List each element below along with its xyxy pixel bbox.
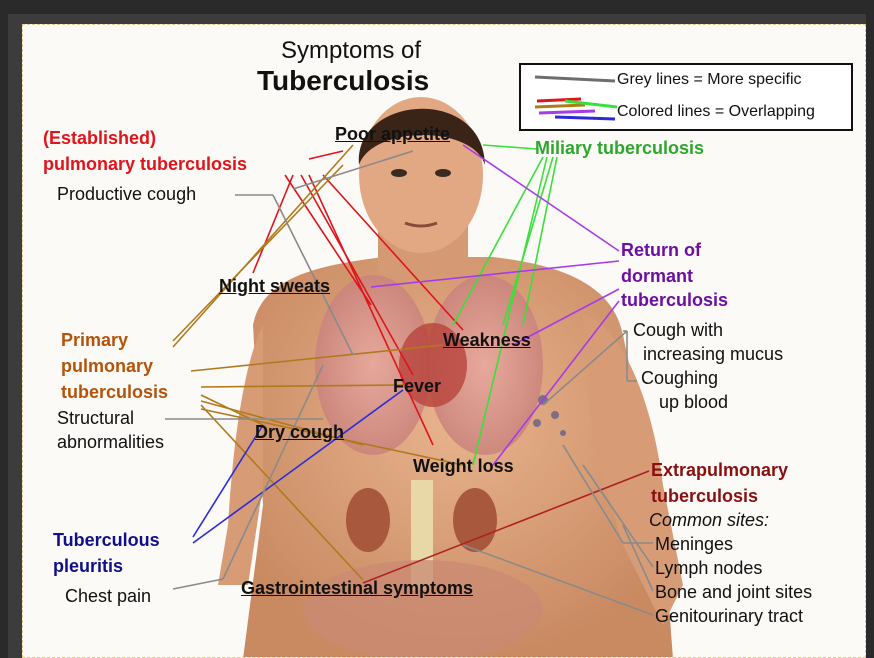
connector-specific-29	[173, 579, 223, 589]
primary-label-2: pulmonary	[61, 355, 153, 377]
diagram-canvas: Symptoms of Tuberculosis Grey lines = Mo…	[22, 24, 866, 658]
return-label-3: tuberculosis	[621, 289, 728, 311]
gi-symptoms-label: Gastrointestinal symptoms	[241, 577, 473, 599]
weight-loss-label: Weight loss	[413, 455, 514, 477]
poor-appetite-label: Poor appetite	[335, 123, 450, 145]
established-label-2: pulmonary tuberculosis	[43, 153, 247, 175]
coughing-blood-label-2: up blood	[659, 391, 728, 413]
extrapulmonary-label-1: Extrapulmonary	[651, 459, 788, 481]
legend-box: Grey lines = More specific Colored lines…	[519, 63, 853, 131]
cough-mucus-label-2: increasing mucus	[643, 343, 783, 365]
kidney-left-shape	[346, 488, 390, 552]
intestine-shape	[303, 560, 543, 658]
return-label-2: dormant	[621, 265, 693, 287]
common-sites-label: Common sites:	[649, 509, 769, 531]
connector-established-0	[309, 151, 343, 159]
kidney-right-shape	[453, 488, 497, 552]
cough-mucus-label-1: Cough with	[633, 319, 723, 341]
primary-label-1: Primary	[61, 329, 128, 351]
established-label-1: (Established)	[43, 127, 156, 149]
miliary-label: Miliary tuberculosis	[535, 137, 704, 159]
legend-grey-text: Grey lines = More specific	[617, 71, 802, 89]
title-line-2: Tuberculosis	[257, 65, 429, 97]
night-sweats-label: Night sweats	[219, 275, 330, 297]
primary-label-3: tuberculosis	[61, 381, 168, 403]
site-lymph-nodes: Lymph nodes	[655, 557, 762, 579]
structural-label-1: Structural	[57, 407, 134, 429]
return-label-1: Return of	[621, 239, 701, 261]
legend-colored-text: Colored lines = Overlapping	[617, 103, 815, 121]
coughing-blood-label-1: Coughing	[641, 367, 718, 389]
productive-cough-label: Productive cough	[57, 183, 196, 205]
left-eye-shape	[391, 169, 407, 177]
site-bone-joint: Bone and joint sites	[655, 581, 812, 603]
structural-label-2: abnormalities	[57, 431, 164, 453]
extrapulmonary-label-2: tuberculosis	[651, 485, 758, 507]
right-eye-shape	[435, 169, 451, 177]
pleuritis-label-2: pleuritis	[53, 555, 123, 577]
site-meninges: Meninges	[655, 533, 733, 555]
site-genitourinary: Genitourinary tract	[655, 605, 803, 627]
title-line-1: Symptoms of	[281, 37, 421, 65]
connector-miliary-6	[483, 145, 537, 149]
dry-cough-label: Dry cough	[255, 421, 344, 443]
weakness-label: Weakness	[443, 329, 531, 351]
legend-swatches	[525, 67, 625, 131]
chest-pain-label: Chest pain	[65, 585, 151, 607]
fever-label: Fever	[393, 375, 441, 397]
pleuritis-label-1: Tuberculous	[53, 529, 160, 551]
